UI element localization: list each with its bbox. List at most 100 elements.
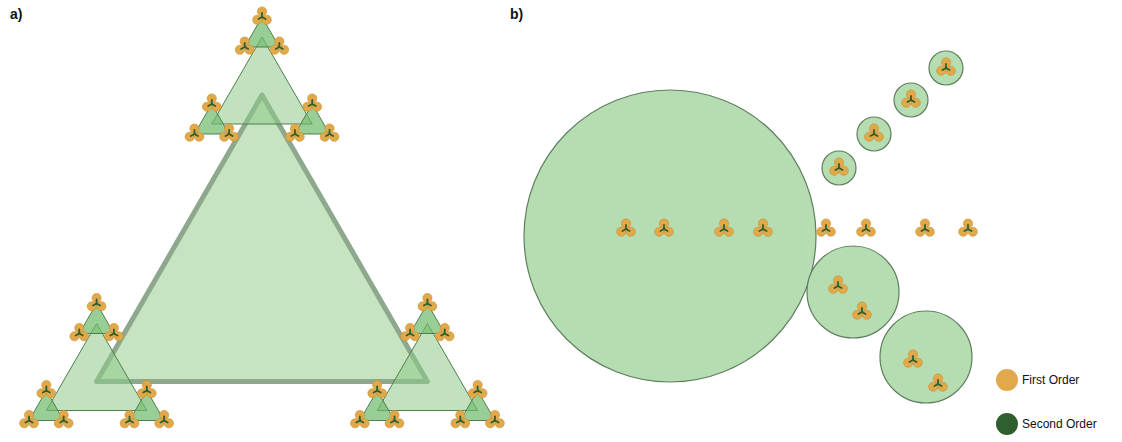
first-order-bead — [719, 219, 728, 228]
second-order-link — [934, 384, 938, 386]
first-order-bead — [473, 380, 482, 389]
small-triangle — [194, 104, 229, 134]
first-order-bead — [941, 58, 950, 67]
first-order-bead — [933, 374, 942, 383]
second-order-link — [309, 104, 313, 106]
molecule-glyph — [902, 90, 921, 107]
first-order-bead — [460, 419, 469, 428]
legend-text: Second Order — [1022, 416, 1097, 432]
first-order-bead — [830, 166, 839, 175]
first-order-bead — [866, 227, 875, 236]
first-order-bead — [440, 323, 449, 332]
first-order-bead — [395, 419, 404, 428]
molecule-glyph — [270, 37, 289, 54]
second-order-link — [834, 286, 838, 288]
small-triangle — [29, 391, 64, 421]
first-order-bead — [390, 410, 399, 419]
molecule-glyph — [220, 124, 239, 141]
molecule-glyph — [368, 380, 387, 397]
molecule-glyph — [418, 293, 437, 310]
molecule-glyph — [830, 158, 849, 175]
fractal-triangles — [20, 7, 505, 428]
second-order-link — [76, 334, 80, 336]
molecule-glyph — [904, 350, 923, 367]
first-order-bead — [916, 227, 925, 236]
second-order-link — [407, 334, 411, 336]
first-order-bead — [212, 102, 221, 111]
first-order-bead — [286, 132, 295, 141]
second-order-link — [126, 421, 130, 423]
molecule-glyph — [155, 410, 174, 427]
cluster-circle — [880, 311, 972, 403]
molecule-glyph — [253, 7, 272, 24]
second-order-link — [110, 334, 114, 336]
first-order-bead — [405, 323, 414, 332]
first-order-bead — [911, 98, 920, 107]
small-triangle — [295, 104, 330, 134]
second-order-link — [60, 421, 64, 423]
first-order-bead — [257, 7, 266, 16]
first-order-bead — [834, 158, 843, 167]
second-order-link — [907, 100, 911, 102]
first-order-bead — [401, 332, 410, 341]
first-order-bead — [190, 124, 199, 133]
second-order-link — [208, 104, 212, 106]
first-order-bead — [320, 132, 329, 141]
first-order-bead — [410, 332, 419, 341]
molecule-glyph — [853, 302, 872, 319]
first-order-bead — [838, 284, 847, 293]
first-order-bead — [937, 66, 946, 75]
first-order-bead — [37, 389, 46, 398]
first-order-bead — [857, 302, 866, 311]
first-order-bead — [968, 227, 977, 236]
first-order-bead — [79, 332, 88, 341]
first-order-bead — [20, 419, 29, 428]
sub-triangle — [212, 37, 312, 124]
first-order-bead — [902, 98, 911, 107]
first-order-bead — [428, 302, 437, 311]
cluster-circle — [822, 151, 856, 185]
first-order-bead — [290, 124, 299, 133]
second-order-link — [43, 391, 47, 393]
first-order-bead — [925, 227, 934, 236]
first-order-bead — [833, 276, 842, 285]
first-order-bead — [59, 410, 68, 419]
second-order-link — [391, 421, 395, 423]
first-order-bead — [303, 102, 312, 111]
first-order-bead — [295, 132, 304, 141]
cluster-circle — [929, 51, 963, 85]
molecule-glyph — [865, 124, 884, 141]
second-order-link — [191, 134, 195, 136]
first-order-bead — [874, 132, 883, 141]
second-order-link — [276, 47, 280, 49]
first-order-bead — [862, 310, 871, 319]
molecule-glyph — [857, 219, 876, 236]
first-order-bead — [468, 389, 477, 398]
first-order-bead — [946, 66, 955, 75]
molecule-glyph — [916, 219, 935, 236]
first-order-bead — [853, 310, 862, 319]
molecule-glyph — [185, 124, 204, 141]
first-order-bead — [130, 419, 139, 428]
molecule-glyph — [937, 58, 956, 75]
first-order-bead — [906, 90, 915, 99]
first-order-bead — [224, 124, 233, 133]
first-order-bead — [857, 227, 866, 236]
first-order-bead — [821, 219, 830, 228]
first-order-bead — [715, 227, 724, 236]
cluster-circle — [857, 117, 891, 151]
first-order-bead — [87, 302, 96, 311]
first-order-bead — [312, 102, 321, 111]
first-order-bead — [451, 419, 460, 428]
legend-text: First Order — [1022, 372, 1079, 388]
first-order-bead — [959, 227, 968, 236]
first-order-bead — [235, 45, 244, 54]
first-order-bead — [120, 419, 129, 428]
second-order-link — [143, 391, 147, 393]
first-order-bead — [754, 227, 763, 236]
molecule-glyph — [202, 94, 221, 111]
small-triangle — [79, 304, 114, 334]
molecule-glyph — [754, 219, 773, 236]
